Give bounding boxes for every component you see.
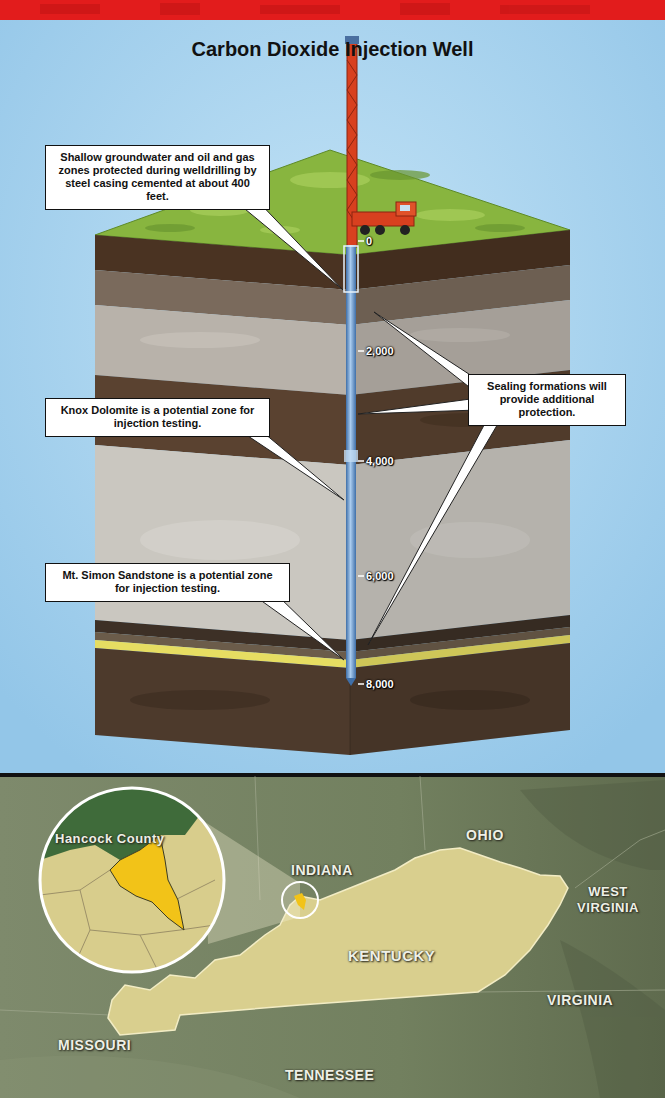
location-circle xyxy=(282,882,318,918)
top-bar xyxy=(0,0,665,20)
map-divider xyxy=(0,773,665,777)
callout-text: Sealing formations will provide addition… xyxy=(477,380,617,419)
rock-layers xyxy=(95,230,570,755)
state-label: KENTUCKY xyxy=(348,947,435,964)
callout-box: Mt. Simon Sandstone is a potential zone … xyxy=(45,563,290,602)
state-label: OHIO xyxy=(466,827,504,843)
bar-pattern xyxy=(40,3,590,15)
state-label: INDIANA xyxy=(291,862,353,878)
location-mark xyxy=(294,893,306,910)
county-label: Hancock County xyxy=(55,831,165,846)
map-relief xyxy=(0,780,665,1098)
sky-ground xyxy=(0,0,665,776)
state-label: VIRGINIA xyxy=(547,992,613,1008)
callout-text: Knox Dolomite is a potential zone for in… xyxy=(54,404,261,430)
depth-label: 2,000 xyxy=(366,345,394,357)
inset-border xyxy=(40,788,224,972)
callout-box: Sealing formations will provide addition… xyxy=(468,374,626,426)
state-label: TENNESSEE xyxy=(285,1067,374,1083)
map-ground xyxy=(0,776,665,1098)
depth-label: 6,000 xyxy=(366,570,394,582)
depth-ticks xyxy=(358,241,364,684)
callout-text: Mt. Simon Sandstone is a potential zone … xyxy=(54,569,281,595)
drilling-rig xyxy=(345,36,416,247)
depth-label: 0 xyxy=(366,235,372,247)
depth-label: 8,000 xyxy=(366,678,394,690)
face-shade xyxy=(350,230,570,755)
diagram-title: Carbon Dioxide Injection Well xyxy=(0,38,665,61)
callout-box: Knox Dolomite is a potential zone for in… xyxy=(45,398,270,437)
callout-box: Shallow groundwater and oil and gas zone… xyxy=(45,145,270,210)
depth-label: 4,000 xyxy=(366,455,394,467)
callout-text: Shallow groundwater and oil and gas zone… xyxy=(54,151,261,203)
state-label: WEST VIRGINIA xyxy=(567,884,649,916)
well-pipe xyxy=(344,245,358,686)
state-label: MISSOURI xyxy=(58,1037,131,1053)
inset-map xyxy=(30,780,240,980)
